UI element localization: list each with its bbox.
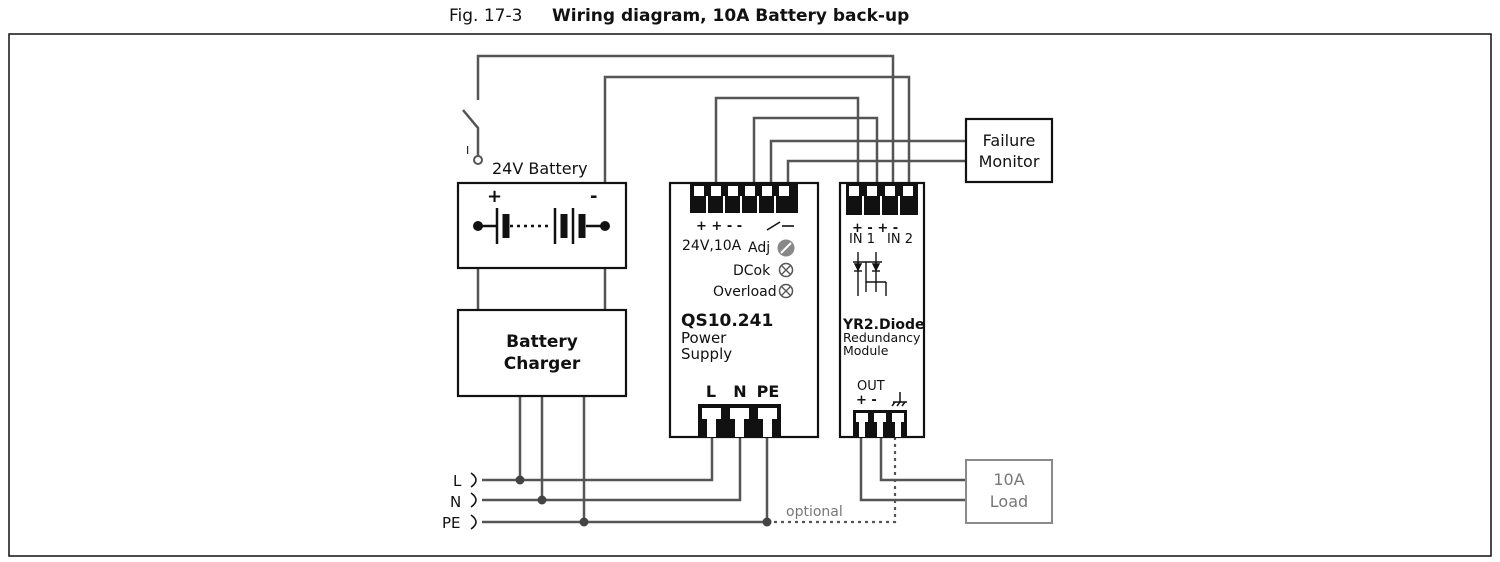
battery-charger: Battery Charger (456, 308, 628, 398)
junction-pe (579, 517, 589, 527)
junction-l (515, 475, 525, 485)
load-line1: 10A (993, 470, 1024, 489)
junction-n (537, 495, 547, 505)
redundancy-output-terminals (853, 410, 907, 437)
plug-l-icon (470, 472, 477, 488)
mains-l: L (453, 472, 462, 490)
ps-overload-label: Overload (713, 284, 777, 300)
switch-arm (462, 109, 480, 160)
ps-dcok-label: DCok (733, 263, 771, 279)
redundancy-input-signs: + - + - (852, 221, 898, 236)
load: 10A Load (965, 459, 1053, 524)
redundancy-in1: IN 1 (849, 232, 875, 247)
redundancy-out-signs: + - (856, 393, 877, 408)
load-box (965, 459, 1053, 524)
redundancy-model: YR2.Diode (842, 317, 925, 333)
ps-terminal-signs: + + - - (696, 219, 742, 234)
ps-output-terminals (690, 183, 798, 213)
diode-symbol-icon (853, 252, 887, 296)
relay-contact-icon (766, 221, 781, 231)
redundancy-desc2: Module (843, 343, 889, 358)
ps-desc1: Power (681, 329, 727, 347)
wire-ps-minus-to-in1 (752, 116, 879, 192)
wire-mains-l (482, 430, 714, 482)
wire-out-minus (879, 432, 966, 482)
battery-plus: + (487, 186, 502, 207)
ps-input-n: N (733, 382, 746, 401)
battery-block: 24V Battery + - (456, 159, 628, 270)
wire-optional-pe (767, 432, 897, 524)
wires: I (462, 54, 966, 527)
redundancy-input-terminals (846, 183, 918, 215)
failure-monitor-line1: Failure (983, 131, 1036, 150)
overload-led-icon (778, 283, 794, 299)
charger-line2: Charger (504, 354, 581, 374)
figure-frame (8, 33, 1492, 557)
ps-adj-label: Adj (748, 240, 770, 256)
charger-line1: Battery (506, 332, 578, 352)
plug-n-icon (470, 492, 477, 508)
redundancy-in2: IN 2 (887, 232, 913, 247)
ground-icon (891, 392, 907, 407)
ps-input-pe: PE (757, 382, 780, 401)
redundancy-desc1: Redundancy (843, 330, 921, 345)
power-supply: + + - - 24V,10A Adj DCok Overload QS10.2… (668, 181, 820, 439)
wire-mains-n (482, 430, 742, 502)
failure-monitor: Failure Monitor (964, 117, 1054, 184)
ps-model: QS10.241 (681, 311, 773, 331)
optional-label: optional (786, 504, 843, 520)
dcok-led-icon (778, 262, 794, 278)
wire-battery-plus (476, 54, 895, 192)
switch-pivot-icon (473, 155, 483, 165)
wire-dcok-1 (769, 139, 966, 192)
redundancy-module: + - + - IN 1 IN 2 YR2.Diode Redundancy M… (838, 181, 926, 439)
wire-ps-plus-to-in1 (714, 96, 860, 192)
redundancy-out: OUT (857, 379, 885, 394)
wire-out-plus (859, 432, 966, 502)
failure-monitor-box (964, 117, 1054, 184)
ps-input-l: L (706, 382, 716, 401)
ps-input-terminals (698, 404, 781, 437)
ps-desc2: Supply (681, 345, 732, 363)
switch-i-mark: I (466, 144, 469, 157)
figure-title: Wiring diagram, 10A Battery back-up (552, 6, 909, 26)
wire-dcok-2 (786, 159, 966, 192)
battery-minus: - (590, 186, 597, 207)
ps-rating: 24V,10A (682, 238, 742, 254)
mains-n: N (450, 493, 461, 511)
figure-number: Fig. 17-3 (449, 6, 522, 26)
junction-ps-pe (762, 517, 772, 527)
load-line2: Load (990, 492, 1028, 511)
redundancy-box (838, 181, 926, 439)
battery-label: 24V Battery (492, 159, 588, 178)
plug-pe-icon (470, 514, 477, 530)
wire-mains-pe (482, 430, 769, 524)
charger-box (456, 308, 628, 398)
mains-input: L N PE (442, 472, 477, 532)
mains-pe: PE (442, 514, 461, 532)
failure-monitor-line2: Monitor (979, 152, 1040, 171)
